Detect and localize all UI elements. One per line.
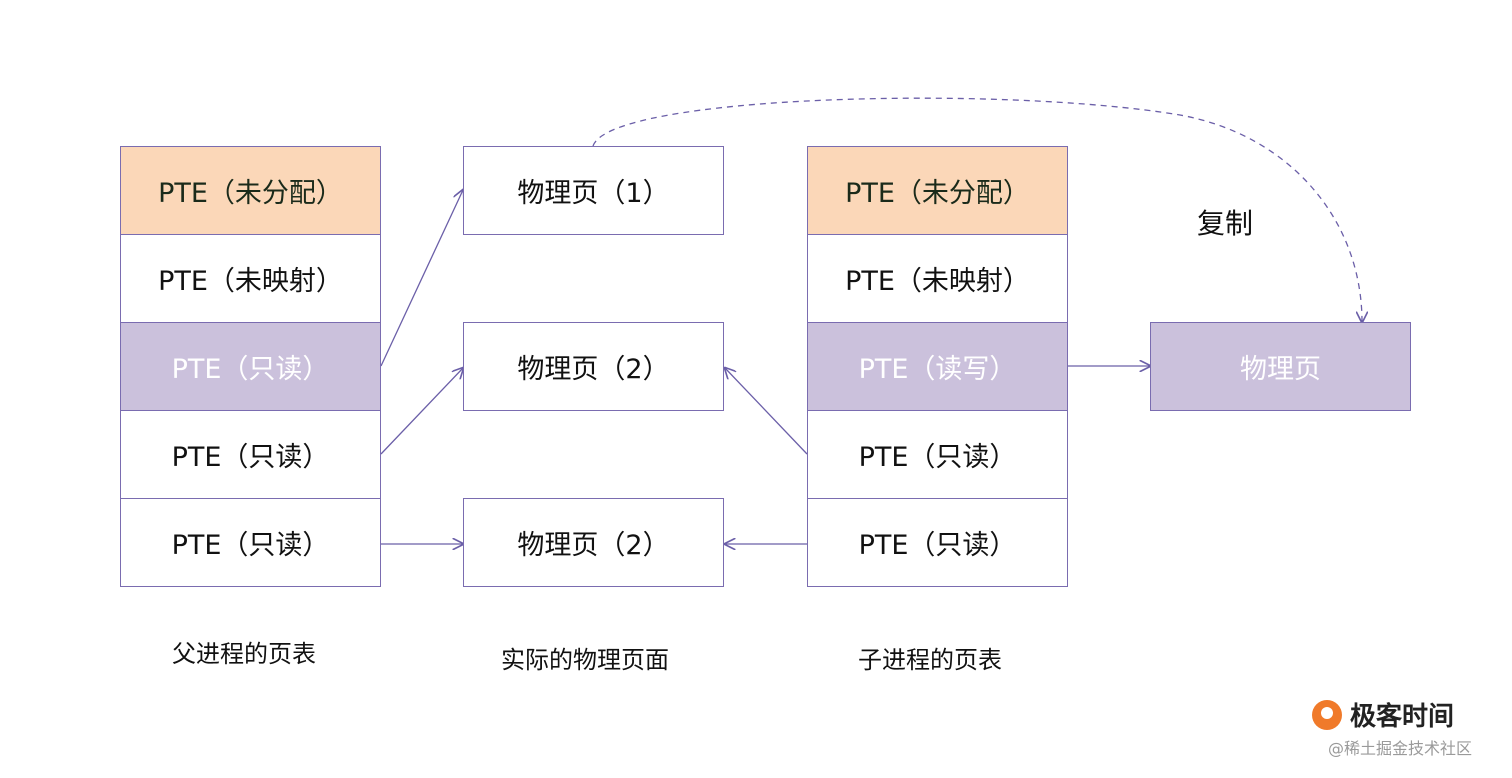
child-pte-readonly: PTE（只读） [807,498,1068,587]
arrow-child-4-to-page-2 [725,368,808,455]
parent-pte-readonly-highlighted: PTE（只读） [120,322,381,411]
copy-dashed-arrow [592,97,1362,322]
parent-pte-unmapped: PTE（未映射） [120,234,381,323]
physical-page-2-shared: 物理页（2） [463,498,724,587]
geektime-logo-icon [1312,699,1342,730]
copied-physical-page: 物理页 [1150,322,1411,411]
child-pte-unmapped: PTE（未映射） [807,234,1068,323]
parent-pte-readonly: PTE（只读） [120,410,381,499]
child-pte-readonly: PTE（只读） [807,410,1068,499]
parent-pte-readonly: PTE（只读） [120,498,381,587]
juejin-watermark: @稀土掘金技术社区 [1328,739,1473,758]
arrow-parent-3-to-page-1 [380,190,463,367]
geektime-logo: 极客时间 [1312,696,1454,733]
physical-page-2: 物理页（2） [463,322,724,411]
parent-pte-unallocated: PTE（未分配） [120,146,381,235]
arrow-parent-4-to-page-2 [380,368,463,455]
child-pte-readwrite: PTE（读写） [807,322,1068,411]
child-table-caption: 子进程的页表 [858,646,1002,674]
child-pte-unallocated: PTE（未分配） [807,146,1068,235]
geektime-logo-text: 极客时间 [1350,702,1455,732]
physical-pages-caption: 实际的物理页面 [501,646,669,674]
copy-label: 复制 [1197,207,1254,240]
parent-table-caption: 父进程的页表 [172,640,316,668]
physical-page-1: 物理页（1） [463,146,724,235]
